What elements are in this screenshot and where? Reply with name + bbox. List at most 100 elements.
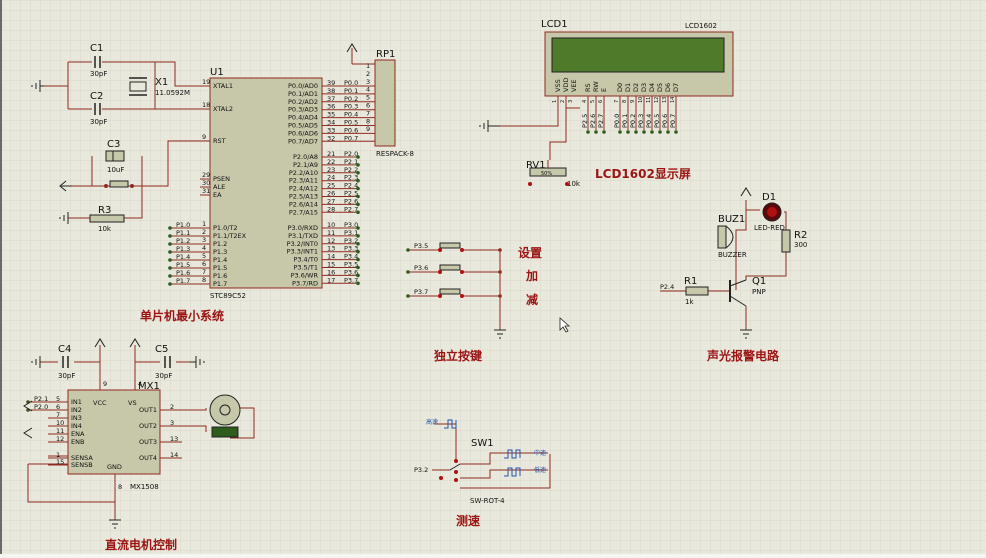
r2-value: 300 — [794, 241, 807, 249]
mcu-pin-number: 38 — [327, 87, 335, 95]
lcd-pin-name: D3 — [640, 83, 648, 92]
mx1-pin-number: 15 — [56, 458, 64, 466]
lcd-net-label: P2.7 — [597, 114, 605, 128]
lcd-pin-number: 10 — [638, 97, 644, 103]
motor-section-title: 直流电机控制 — [105, 537, 177, 552]
driver-mx1[interactable]: MX1 MX1508 IN15P2.1IN26P2.0IN37IN410ENA1… — [26, 380, 182, 491]
key-contact — [438, 248, 442, 252]
capacitor-c4[interactable]: C4 30pF — [58, 344, 75, 380]
lcd-pin-number: 4 — [582, 100, 588, 103]
r1-value: 1k — [685, 298, 694, 306]
d1-part: LED-RED — [754, 224, 785, 232]
lcd-net-label: P0.0 — [613, 114, 621, 128]
mcu-pin-name: P2.0/A8 — [293, 153, 318, 161]
power-arrow-icon — [346, 43, 358, 53]
ground-icon — [31, 80, 44, 92]
push-button[interactable] — [439, 264, 461, 271]
q1-ref: Q1 — [752, 276, 766, 287]
lcd-wires — [500, 96, 580, 160]
net-label: P0.7 — [344, 134, 358, 142]
lcd-module[interactable]: LCD1 LCD1602 VSS1VDD2VEE3RS4P2.5RW5P2.6E… — [541, 19, 734, 134]
q1-part: PNP — [752, 288, 766, 296]
rp1-pin-number: 3 — [366, 78, 370, 86]
c5-value: 30pF — [155, 372, 172, 380]
mx1-pin-name: IN2 — [71, 406, 82, 414]
resistor-r2[interactable]: R2 300 — [781, 229, 807, 253]
mcu-pin-number: 31 — [202, 187, 210, 195]
mcu-pin-number: 15 — [327, 261, 335, 269]
potentiometer-rv1[interactable]: RV1 50% 10k — [526, 160, 581, 188]
mx1-net-label: P2.1 — [34, 395, 48, 403]
mcu-pin-name: P0.7/AD7 — [288, 137, 318, 145]
lcd-screen — [551, 37, 725, 73]
mx1-pin-name: OUT3 — [139, 438, 157, 446]
pulse-source-low-icon: 低速 — [504, 466, 546, 477]
capacitor-c5[interactable]: C5 30pF — [155, 344, 172, 380]
resistor-r1[interactable]: R1 1k P2.4 — [660, 276, 709, 306]
mcu-pin-name: P2.3/A11 — [289, 177, 318, 185]
mcu-pin-number: 3 — [202, 236, 206, 244]
mcu-pin-name: P1.2 — [213, 240, 227, 248]
capacitor-c2[interactable]: C2 30pF — [90, 91, 107, 126]
x1-value: 11.0592M — [155, 89, 190, 97]
net-label: P2.3 — [344, 174, 358, 182]
ground-icon — [59, 212, 69, 224]
mcu-pin-name: P2.2/A10 — [289, 169, 318, 177]
mcu-pin-name: P1.0/T2 — [213, 224, 238, 232]
net-terminal — [356, 242, 360, 246]
motor-icon[interactable] — [209, 394, 241, 438]
rp1-part: RESPACK-8 — [376, 150, 414, 158]
mx1-pin-name: SENSA — [71, 454, 93, 462]
buzzer-icon[interactable]: BUZ1 BUZZER — [717, 214, 747, 259]
mcu-pin-number: 34 — [327, 119, 335, 127]
mx1-net-label: P2.0 — [34, 403, 48, 411]
mx1-pin-number: 5 — [56, 395, 60, 403]
crystal-x1[interactable]: X1 11.0592M — [129, 77, 190, 97]
reset-button[interactable] — [104, 180, 134, 188]
c2-value: 30pF — [90, 118, 107, 126]
key-net-label: P3.7 — [414, 288, 428, 296]
push-button[interactable] — [439, 288, 461, 295]
ground-icon — [494, 329, 506, 339]
sw1-ref: SW1 — [471, 438, 494, 449]
mx1-pins: IN15P2.1IN26P2.0IN37IN410ENA11ENB12SENSA… — [26, 380, 182, 491]
net-label: P3.3 — [344, 245, 358, 253]
lcd-pin-name: D1 — [624, 83, 632, 92]
push-button[interactable] — [439, 242, 461, 249]
c3-value: 10uF — [107, 166, 124, 174]
mcu-pin-name: P0.6/AD6 — [288, 129, 318, 137]
mx1-pin-name: IN1 — [71, 398, 82, 406]
rp1-pin-number: 8 — [366, 117, 370, 125]
net-terminal — [356, 163, 360, 167]
net-terminal — [406, 294, 410, 298]
net-terminal — [168, 274, 172, 278]
mcu-pin-number: 28 — [327, 205, 335, 213]
mcu-pin-name: P3.7/RD — [292, 279, 318, 287]
resistor-r3[interactable]: R3 10k — [89, 205, 125, 233]
key-contact — [438, 294, 442, 298]
mcu-pin-number: 24 — [327, 174, 335, 182]
mcu-pin-name: P0.1/AD1 — [288, 90, 318, 98]
mcu-pin-number: 16 — [327, 268, 335, 276]
mcu-pin-name: RST — [213, 137, 226, 145]
cursor-icon — [559, 317, 571, 333]
mcu-pin-number: 21 — [327, 150, 335, 158]
key-net-label: P3.6 — [414, 264, 428, 272]
lcd-pin-name: VSS — [554, 79, 562, 92]
mx1-pin-number: 1 — [56, 451, 60, 459]
net-terminal — [666, 130, 670, 134]
mcu-pin-number: 17 — [327, 276, 335, 284]
r3-wires — [68, 186, 143, 219]
net-label: P0.1 — [344, 87, 358, 95]
mcu-pin-number: 6 — [202, 260, 206, 268]
net-label: P2.4 — [344, 182, 358, 190]
net-label: P0.0 — [344, 79, 358, 87]
led-d1[interactable]: D1 LED-RED — [754, 192, 785, 232]
capacitor-c1[interactable]: C1 30pF — [90, 43, 107, 78]
transistor-q1[interactable]: Q1 PNP — [729, 276, 766, 307]
rotary-switch-sw1[interactable]: SW1 SW-ROT-4 P3.2 — [414, 438, 505, 505]
capacitor-c3[interactable]: C3 10uF — [105, 139, 125, 174]
